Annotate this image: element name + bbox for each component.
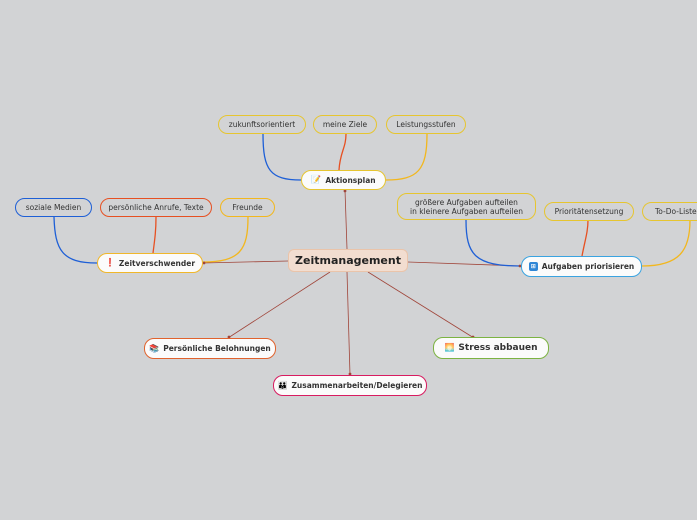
subtopic-todo-listen[interactable]: To-Do-Listen: [642, 202, 697, 221]
subtopic-leistung-label: Leistungsstufen: [396, 120, 456, 129]
topic-aufgaben-label: Aufgaben priorisieren: [541, 262, 635, 271]
anchor-dot-aktionsplan: [343, 189, 347, 193]
notepad-icon: 📝: [311, 175, 322, 184]
topic-stress-abbauen[interactable]: 🌅 Stress abbauen: [433, 337, 549, 359]
gift-books-icon: 📚: [149, 343, 160, 353]
subtopic-zukunftsorientiert[interactable]: zukunftsorientiert: [218, 115, 306, 134]
subtopic-meine-ziele[interactable]: meine Ziele: [313, 115, 377, 134]
subtopic-groessere-line2: in kleinere Aufgaben aufteilen: [410, 206, 523, 216]
subtopic-leistungsstufen[interactable]: Leistungsstufen: [386, 115, 466, 134]
link-aktionsplan-ziele: [338, 133, 347, 171]
anchor-dot-belohnungen: [227, 335, 231, 339]
central-topic-label: Zeitmanagement: [295, 254, 401, 267]
topic-zeitverschwender-label: Zeitverschwender: [118, 258, 196, 268]
link-central-belohnungen: [227, 271, 331, 339]
subtopic-prioritaet-label: Prioritätensetzung: [554, 207, 624, 216]
anchor-dot-aufgaben: [518, 264, 522, 268]
subtopic-anrufe-label: persönliche Anrufe, Texte: [108, 203, 204, 212]
relax-icon: 🌅: [444, 343, 455, 352]
link-aktionsplan-zukunft: [262, 133, 302, 181]
topic-aktionsplan-label: Aktionsplan: [325, 175, 376, 185]
subtopic-anrufe-texte[interactable]: persönliche Anrufe, Texte: [100, 198, 212, 217]
topic-belohnungen[interactable]: 📚 Persönliche Belohnungen: [144, 338, 276, 359]
link-zeitverschwender-sozial: [53, 216, 98, 264]
central-topic[interactable]: Zeitmanagement: [288, 249, 408, 272]
topic-zeitverschwender[interactable]: ❗ Zeitverschwender: [97, 253, 203, 273]
topic-aktionsplan[interactable]: 📝 Aktionsplan: [301, 170, 386, 190]
subtopic-groessere-line1: größere Aufgaben aufteilen: [415, 197, 518, 207]
topic-zusammenarbeiten[interactable]: 👪 Zusammenarbeiten/Delegieren: [273, 375, 427, 396]
link-central-stress: [367, 271, 475, 339]
topic-zusammenarbeiten-label: Zusammenarbeiten/Delegieren: [291, 381, 423, 390]
people-icon: 👪: [277, 380, 288, 390]
subtopic-freunde[interactable]: Freunde: [220, 198, 275, 217]
link-central-zeitverschwender: [202, 260, 289, 264]
topic-aufgaben-priorisieren[interactable]: ⊞ Aufgaben priorisieren: [521, 256, 642, 277]
subtopic-freunde-label: Freunde: [232, 203, 263, 212]
anchor-dot-zeitverschwender: [202, 261, 206, 265]
subtopic-prioritaetensetzung[interactable]: Prioritätensetzung: [544, 202, 634, 221]
link-aufgaben-prioritaet: [581, 219, 589, 257]
subtopic-soziale-medien[interactable]: soziale Medien: [15, 198, 92, 217]
subtopic-ziele-label: meine Ziele: [322, 120, 368, 129]
topic-stress-label: Stress abbauen: [458, 343, 538, 353]
link-zeitverschwender-anrufe: [152, 216, 157, 254]
link-aktionsplan-leistung: [385, 133, 428, 181]
topic-belohnungen-label: Persönliche Belohnungen: [163, 344, 271, 353]
subtopic-todo-label: To-Do-Listen: [655, 207, 697, 216]
link-zeitverschwender-freunde: [202, 216, 249, 263]
priority-grid-icon: ⊞: [528, 262, 538, 271]
subtopic-zukunft-label: zukunftsorientiert: [228, 120, 296, 129]
subtopic-groessere-aufgaben[interactable]: größere Aufgaben aufteilen in kleinere A…: [397, 193, 536, 220]
link-aufgaben-todo: [641, 219, 691, 267]
link-central-zusammenarbeiten: [346, 271, 351, 376]
anchor-dot-zusammenarbeiten: [348, 372, 352, 376]
exclamation-icon: ❗: [104, 258, 115, 267]
link-aufgaben-groessere: [465, 219, 522, 267]
subtopic-sozial-label: soziale Medien: [25, 203, 82, 212]
link-central-aktionsplan: [344, 189, 348, 250]
